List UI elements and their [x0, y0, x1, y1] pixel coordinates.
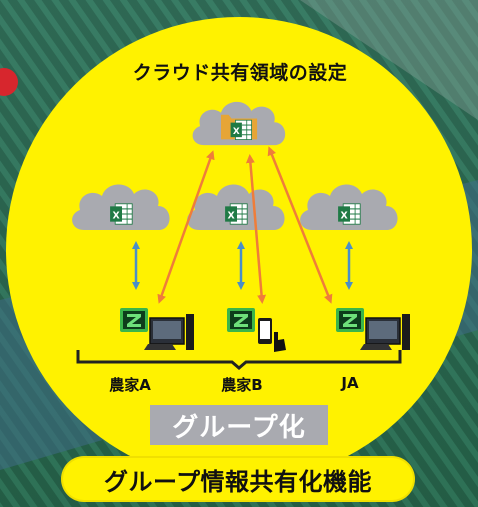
- hand-icon-b: [274, 332, 286, 352]
- group-brace: [76, 350, 402, 370]
- zaico-app-icon-b: [227, 308, 255, 332]
- share-arrow-b: [245, 154, 267, 304]
- share-arrow-ja: [267, 146, 333, 304]
- diagram-title: クラウド共有領域の設定: [132, 62, 348, 84]
- cloud-shared-icon: [192, 101, 286, 146]
- desktop-pc-icon-ja: [360, 314, 410, 350]
- member-label-b: 農家B: [221, 376, 263, 394]
- share-arrow-a: [157, 150, 215, 304]
- member-label-a: 農家A: [109, 376, 151, 394]
- member-label-ja: JA: [341, 374, 359, 392]
- feature-label: グループ情報共有化機能: [63, 458, 413, 500]
- red-dot-decoration: [0, 68, 18, 96]
- group-label: グループ化: [150, 405, 328, 445]
- zaico-app-icon-ja: [336, 308, 364, 332]
- zaico-app-icon-a: [120, 308, 148, 332]
- desktop-pc-icon-a: [144, 314, 194, 350]
- smartphone-icon-b: [258, 318, 272, 344]
